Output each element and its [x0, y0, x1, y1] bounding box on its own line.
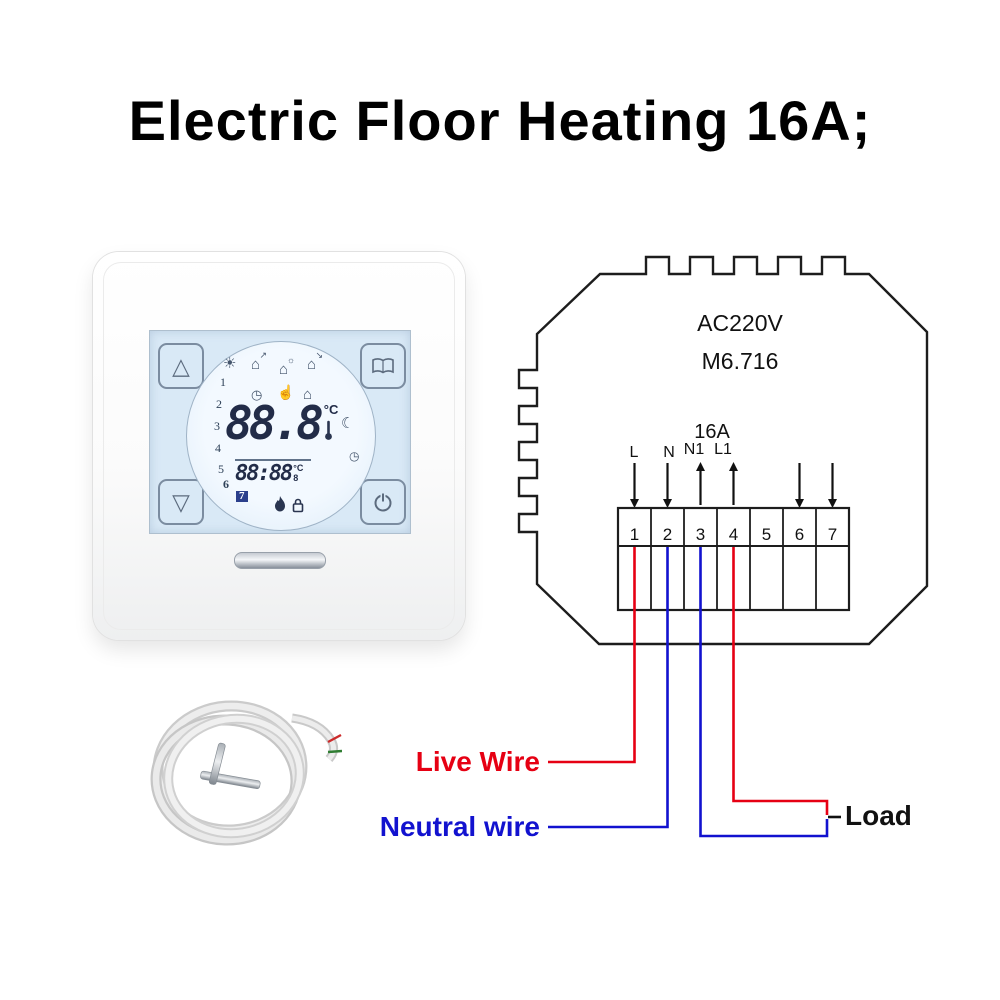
thermostat-touchscreen: △ ▽ ☀ ⌂↗	[149, 330, 411, 534]
moon-icon: ☾	[341, 415, 355, 432]
up-triangle-icon: △	[172, 352, 190, 379]
terminal-7: 7	[828, 525, 837, 544]
terminal-3: 3	[696, 525, 705, 544]
program-button	[360, 343, 406, 389]
house-down-icon: ⌂↘	[307, 350, 324, 373]
clock-icon: ◷	[251, 387, 263, 402]
page-title: Electric Floor Heating 16A;	[128, 89, 872, 152]
temp-unit: °C	[323, 402, 339, 417]
flame-icon	[275, 496, 285, 512]
day-number-selected: 7	[236, 491, 248, 502]
power-icon	[374, 493, 392, 512]
neutral-wire-label: Neutral wire	[379, 811, 540, 842]
up-button: △	[158, 343, 204, 389]
book-icon	[372, 357, 394, 373]
terminal-4: 4	[729, 525, 738, 544]
live-wire-label: Live Wire	[415, 746, 540, 777]
time-readout: 88:88 °C 8	[235, 463, 303, 485]
sensor-pin	[208, 742, 226, 785]
sun-icon: ☀	[223, 355, 237, 372]
power-button	[360, 479, 406, 525]
day-number: 4	[215, 441, 221, 455]
temperature-readout: 88.8 °C	[225, 396, 339, 450]
time-digits: 88:88	[235, 461, 293, 486]
floor-sensor-cable	[150, 700, 342, 846]
voltage-label: AC220V	[697, 310, 783, 336]
day-number: 2	[216, 397, 222, 411]
model-label: M6.716	[702, 348, 779, 374]
dial-circle: ☀ ⌂↗ ⌂☼ ⌂↘ ◷ ☝ ⌂ 1 2 3 4 5	[186, 341, 376, 531]
lock-icon	[292, 498, 304, 513]
day-number: 1	[220, 375, 226, 389]
pin-label-l1: L1	[714, 441, 732, 458]
green-lead-wire	[327, 749, 342, 754]
terminal-6: 6	[795, 525, 804, 544]
down-triangle-icon: ▽	[172, 488, 190, 515]
live-wire-line	[548, 547, 636, 764]
house-up-icon: ⌂↗	[251, 350, 268, 373]
pin-label-l: L	[630, 444, 639, 461]
sensor-probe	[200, 770, 261, 790]
load-label: Load	[845, 800, 912, 831]
main-digits: 88.8	[225, 396, 324, 450]
house-sun-icon: ⌂☼	[279, 355, 296, 378]
load-live-line	[732, 547, 829, 815]
hand-icon: ☝	[277, 384, 295, 400]
load-neutral-line	[699, 547, 829, 838]
terminal-5: 5	[762, 525, 771, 544]
terminal-1: 1	[630, 525, 639, 544]
down-button: ▽	[158, 479, 204, 525]
pin-label-n1: N1	[684, 441, 705, 458]
neutral-wire-line	[548, 547, 669, 829]
day-number: 6	[223, 477, 229, 491]
thermostat-device: △ ▽ ☀ ⌂↗	[93, 252, 465, 640]
cable-loops	[150, 700, 339, 846]
display-divider	[235, 459, 311, 461]
day-number: 3	[214, 419, 220, 433]
time-sub-digit: 8	[293, 473, 299, 484]
red-lead-wire	[327, 733, 342, 744]
time-unit: °C	[293, 463, 304, 473]
house-icon: ⌂	[303, 386, 313, 403]
day-number: 5	[218, 462, 224, 476]
chrome-slot	[234, 552, 326, 569]
current-rating: 16A	[694, 421, 730, 443]
timer-icon: ◷	[349, 449, 360, 463]
terminal-arrows	[630, 462, 837, 508]
thermometer-icon	[324, 420, 332, 440]
terminal-2: 2	[663, 525, 672, 544]
pin-label-n: N	[663, 444, 675, 461]
